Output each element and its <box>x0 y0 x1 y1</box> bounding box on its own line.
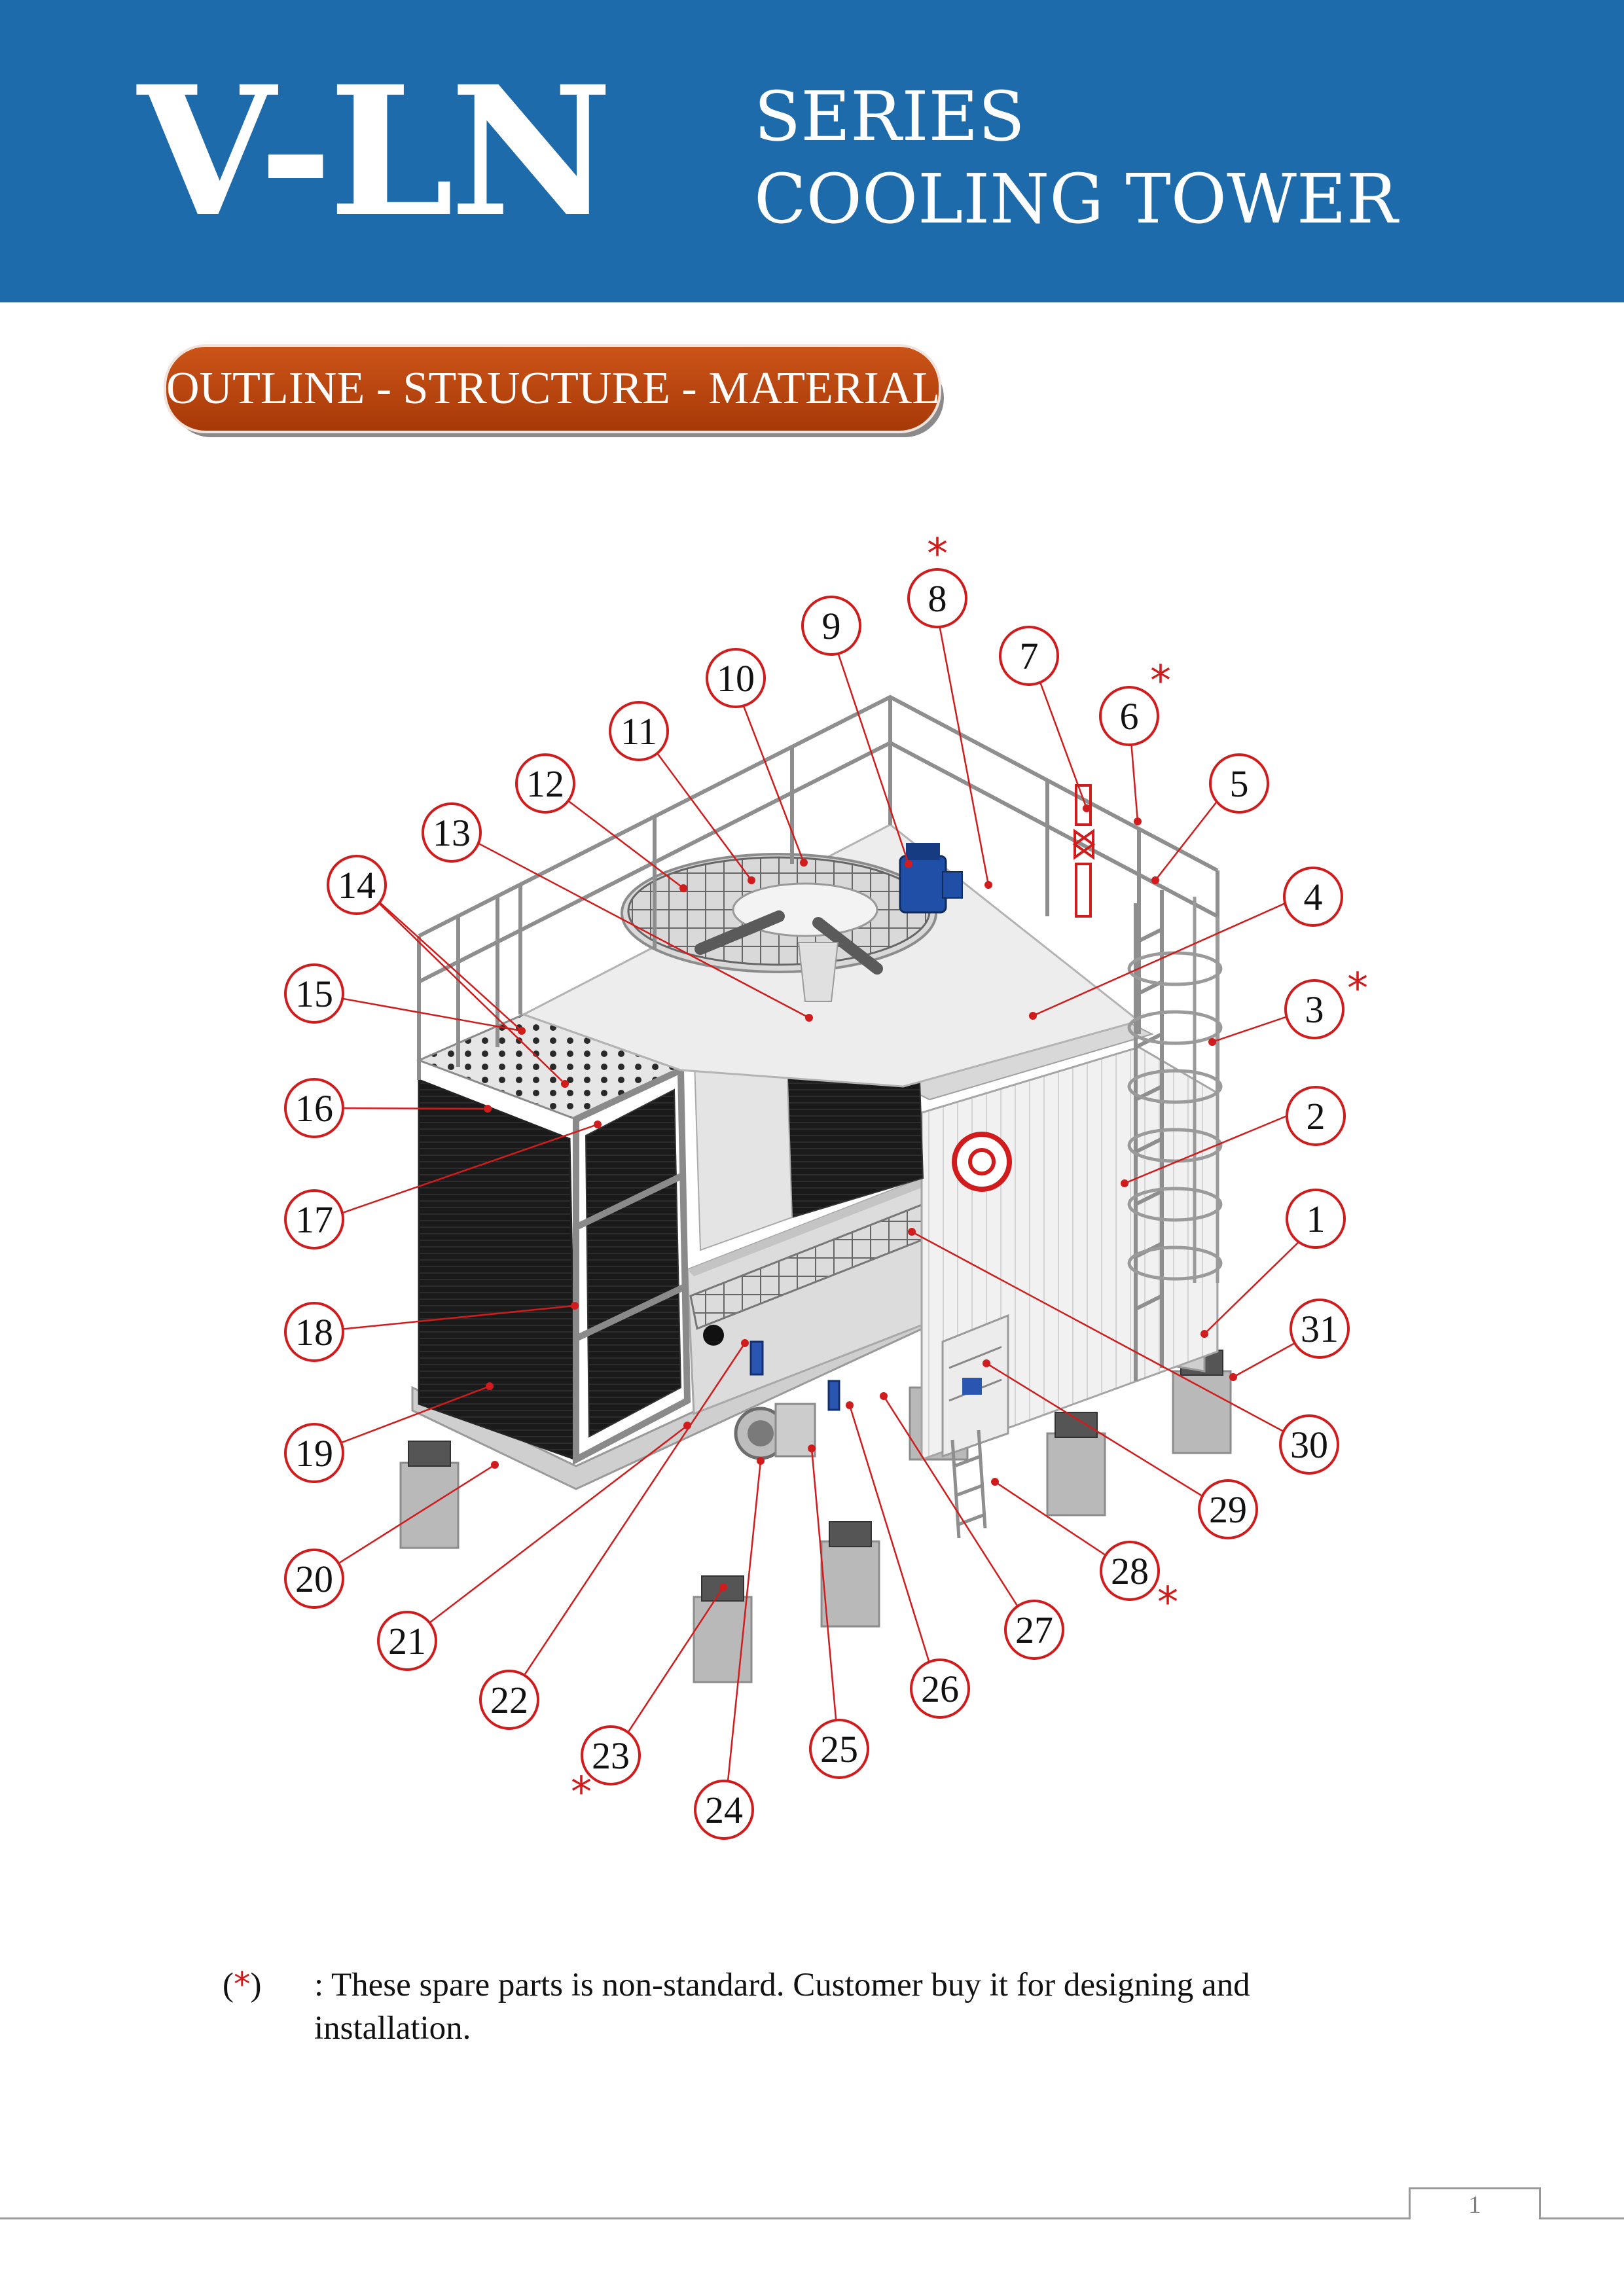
page-header: V-LN SERIES COOLING TOWER <box>0 0 1624 302</box>
callout-12: 12 <box>526 762 564 805</box>
left-fill-module <box>418 1078 577 1462</box>
tower-illustration <box>399 694 1232 1683</box>
callout-31: 31 <box>1301 1308 1339 1350</box>
callout-15: 15 <box>295 973 333 1015</box>
float-valves <box>749 1340 840 1411</box>
callout-21: 21 <box>388 1620 426 1662</box>
callout-8: 8 <box>928 577 947 620</box>
non-standard-markers: * * * * * <box>571 530 1368 1817</box>
section-badge: OUTLINE - STRUCTURE - MATERIAL <box>164 344 941 433</box>
control-label-plate <box>962 1378 982 1395</box>
callout-10: 10 <box>717 657 755 700</box>
callout-13: 13 <box>433 812 471 854</box>
callout-22: 22 <box>490 1679 528 1721</box>
callout-numbers: 1 2 3 4 5 6 7 8 9 10 11 12 13 14 15 16 1… <box>295 577 1339 1831</box>
callout-6: 6 <box>1120 695 1139 738</box>
brand-logo <box>952 1132 1012 1192</box>
callout-30: 30 <box>1290 1424 1328 1466</box>
callout-24: 24 <box>705 1789 743 1831</box>
callout-18: 18 <box>295 1311 333 1354</box>
callout-29: 29 <box>1209 1488 1247 1531</box>
leader-dots <box>484 804 1237 1591</box>
safety-cage <box>1127 897 1223 1283</box>
callout-circles <box>284 568 1350 1840</box>
fill-side-fill <box>585 1088 682 1438</box>
callout-11: 11 <box>621 710 657 753</box>
callout-leaders <box>314 607 1322 1808</box>
callout-16: 16 <box>295 1087 333 1130</box>
footer-rule <box>0 2217 1624 2219</box>
callout-14: 14 <box>338 864 376 906</box>
callout-25: 25 <box>820 1728 858 1770</box>
fan-stack-shroud <box>797 942 839 1002</box>
basin-rim <box>687 1178 929 1276</box>
callout-1: 1 <box>1307 1198 1326 1240</box>
callout-19: 19 <box>295 1432 333 1475</box>
star-callout-28: * <box>1157 1579 1178 1627</box>
series-label: SERIES <box>754 77 1025 156</box>
cooling-tower-diagram: 1 2 3 4 5 6 7 8 9 10 11 12 13 14 15 16 1… <box>284 530 1368 1840</box>
callout-17: 17 <box>295 1198 333 1241</box>
lower-ladder <box>950 1429 987 1539</box>
drain-opening <box>703 1325 724 1346</box>
footnote-marker: (*) <box>223 1965 262 2004</box>
star-callout-3: * <box>1347 965 1368 1013</box>
callout-26: 26 <box>921 1668 959 1710</box>
callout-9: 9 <box>822 605 841 647</box>
callout-2: 2 <box>1307 1095 1326 1138</box>
star-callout-6: * <box>1150 657 1171 706</box>
fill-supports <box>574 1172 688 1342</box>
footnote-text: : These spare parts is non-standard. Cus… <box>314 1967 1250 2047</box>
callout-28: 28 <box>1111 1550 1149 1592</box>
star-callout-23: * <box>571 1768 592 1817</box>
callout-23: 23 <box>592 1734 630 1777</box>
callout-4: 4 <box>1304 876 1323 918</box>
page-number: 1 <box>1409 2187 1541 2219</box>
callout-27: 27 <box>1015 1609 1053 1651</box>
callout-7: 7 <box>1020 635 1039 677</box>
callout-3: 3 <box>1305 988 1324 1031</box>
star-callout-8: * <box>927 530 948 579</box>
callout-5: 5 <box>1230 762 1249 805</box>
fan-blades <box>695 910 883 975</box>
product-subtitle: COOLING TOWER <box>754 159 1398 239</box>
brand-title: V-LN <box>137 48 613 257</box>
fill-side-frame <box>573 1065 691 1465</box>
star-icon: * <box>233 1965 251 2004</box>
inlet-pipe <box>1072 784 1096 918</box>
callout-20: 20 <box>295 1558 333 1600</box>
